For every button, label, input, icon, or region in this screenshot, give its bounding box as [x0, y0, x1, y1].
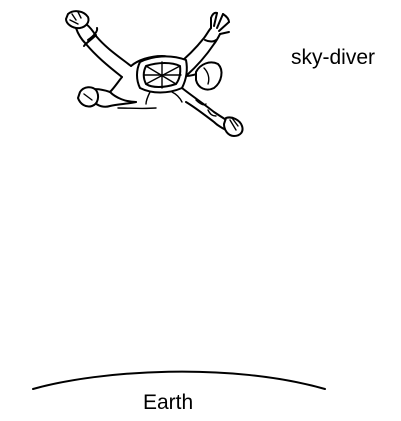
skydiver-left-leg: [78, 87, 136, 107]
skydiver-left-arm: [66, 11, 131, 77]
skydiver-label: sky-diver: [291, 46, 375, 70]
skydiver-parachute-pack: [137, 56, 187, 104]
earth-label: Earth: [143, 391, 193, 415]
skydiver-figure: [66, 11, 243, 136]
earth-surface-curve: [33, 372, 325, 389]
skydiver-helmet: [196, 62, 221, 89]
skydiver-right-leg: [182, 88, 243, 136]
